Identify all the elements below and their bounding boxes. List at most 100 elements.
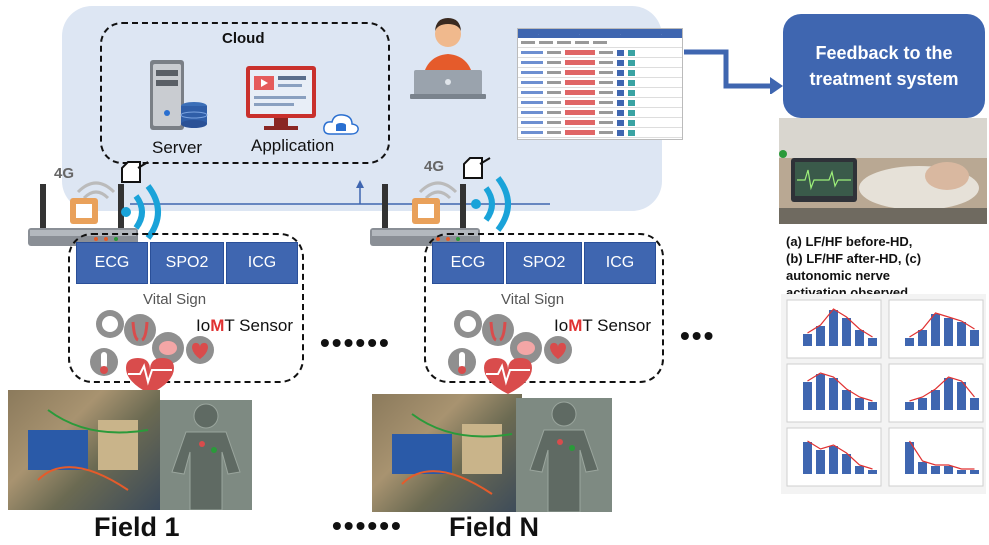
- field-1-box: [68, 233, 304, 383]
- mini-chart-bar: [868, 470, 877, 474]
- field-1-circuit-detail: [28, 409, 149, 491]
- field-1-health-icons: [90, 310, 214, 394]
- mini-chart-bar: [868, 338, 877, 346]
- mini-chart-bar: [905, 402, 914, 410]
- thermometer-icon: [459, 352, 465, 368]
- mini-chart-bar: [918, 462, 927, 474]
- mini-chart-bar: [944, 318, 953, 346]
- table-header: ....: [518, 29, 682, 38]
- mini-chart-bar: [970, 330, 979, 346]
- field-1-iomt-label: IoMT Sensor: [196, 316, 293, 336]
- mini-chart-bar: [931, 314, 940, 346]
- wifi-signal-icon: [471, 176, 511, 232]
- iomt-m: M: [210, 316, 225, 335]
- sim-card-icon: [121, 161, 149, 183]
- mini-chart-bar: [957, 382, 966, 410]
- table-row: [518, 68, 682, 78]
- label-4g: 4G: [54, 165, 75, 182]
- sim-card-icon: [463, 157, 491, 179]
- mini-chart-bar: [970, 470, 979, 474]
- mini-chart-bar: [855, 330, 864, 346]
- application-monitor-icon: [246, 66, 316, 130]
- field-n-icg-tile: ICG: [584, 242, 656, 284]
- mini-chart-bar: [855, 398, 864, 410]
- field-1-icg-tile: ICG: [226, 242, 298, 284]
- cloud-title: Cloud: [222, 30, 265, 47]
- mini-chart-bar: [957, 470, 966, 474]
- table-row: [518, 98, 682, 108]
- mini-chart-bar: [931, 390, 940, 410]
- mini-chart-bar: [829, 446, 838, 474]
- data-table-screenshot: ....: [517, 28, 683, 140]
- server-icon: [150, 60, 208, 130]
- mini-chart-bar: [918, 330, 927, 346]
- mini-chart-bar: [842, 390, 851, 410]
- field-n-health-icons: [448, 310, 572, 394]
- field-1-spo2-tile: SPO2: [150, 242, 224, 284]
- field-1-label: Field 1: [94, 512, 180, 542]
- mini-chart-bar: [842, 454, 851, 474]
- field-n-ecg-tile: ECG: [432, 242, 504, 284]
- field-n-label: Field N: [449, 512, 540, 542]
- mini-chart-bar: [829, 378, 838, 410]
- mini-chart-bar: [829, 310, 838, 346]
- mini-chart-bar: [944, 466, 953, 474]
- feedback-line-2: treatment system: [809, 69, 959, 89]
- user-laptop-icon: [410, 18, 486, 99]
- field-1-vital-sign: Vital Sign: [143, 291, 207, 308]
- mini-chart-curve: [807, 440, 873, 470]
- mini-chart-bar: [957, 322, 966, 346]
- table-row: [518, 58, 682, 68]
- mini-chart-bar: [868, 402, 877, 410]
- mini-chart-panel: [888, 363, 984, 423]
- mini-chart-bar: [855, 466, 864, 474]
- hrv-mini-charts: [786, 299, 984, 487]
- cloud-box: [100, 22, 390, 164]
- field-n-box: [424, 233, 664, 383]
- annotation-text: (a) LF/HF before-HD, (b) LF/HF after-HD,…: [786, 233, 986, 301]
- label-4g: 4G: [424, 158, 445, 175]
- lungs-icon: [131, 321, 149, 342]
- field-n-vital-sign: Vital Sign: [501, 291, 565, 308]
- mini-chart-curve: [909, 312, 975, 338]
- mini-chart-curve: [807, 308, 873, 338]
- brain-icon: [517, 341, 535, 355]
- iomt-prefix: Io: [554, 316, 569, 335]
- field-n-iomt-label: IoMT Sensor: [554, 316, 651, 336]
- annotation-line-1: (a) LF/HF before-HD,: [786, 234, 913, 249]
- annotation-line-2: (b) LF/HF after-HD, (c): [786, 251, 922, 266]
- arrow-icon: [684, 49, 783, 94]
- mini-chart-bar: [918, 398, 927, 410]
- iomt-prefix: Io: [196, 316, 211, 335]
- table-row: [518, 38, 682, 48]
- thermometer-icon: [101, 352, 107, 368]
- mini-chart-bar: [816, 374, 825, 410]
- server-label: Server: [152, 138, 203, 157]
- table-row: [518, 48, 682, 58]
- iomt-m: M: [568, 316, 583, 335]
- iomt-suffix: T Sensor: [224, 316, 294, 335]
- ellipsis-right: •••: [680, 320, 716, 351]
- table-row: [518, 78, 682, 88]
- field-1-ecg-tile: ECG: [76, 242, 148, 284]
- mini-chart-bar: [931, 466, 940, 474]
- field-1-body-outline: [171, 403, 241, 510]
- application-label: Application: [251, 136, 335, 155]
- ellipsis-mid: ••••••: [320, 327, 391, 358]
- wifi-signal-icon: [121, 184, 161, 240]
- mini-chart-bar: [905, 338, 914, 346]
- field-n-body-outline: [529, 401, 599, 512]
- mini-chart-bar: [944, 378, 953, 410]
- ellipsis-bottom: ••••••: [332, 510, 403, 541]
- table-row: [518, 118, 682, 128]
- mini-chart-bar: [803, 442, 812, 474]
- mini-chart-curve: [909, 376, 975, 402]
- mini-chart-bar: [816, 326, 825, 346]
- mini-chart-bar: [816, 450, 825, 474]
- field-n-spo2-tile: SPO2: [506, 242, 582, 284]
- router-icon: [370, 181, 480, 246]
- mini-chart-bar: [842, 318, 851, 346]
- mini-chart-curve: [807, 372, 873, 402]
- brain-icon: [159, 341, 177, 355]
- table-row: [518, 108, 682, 118]
